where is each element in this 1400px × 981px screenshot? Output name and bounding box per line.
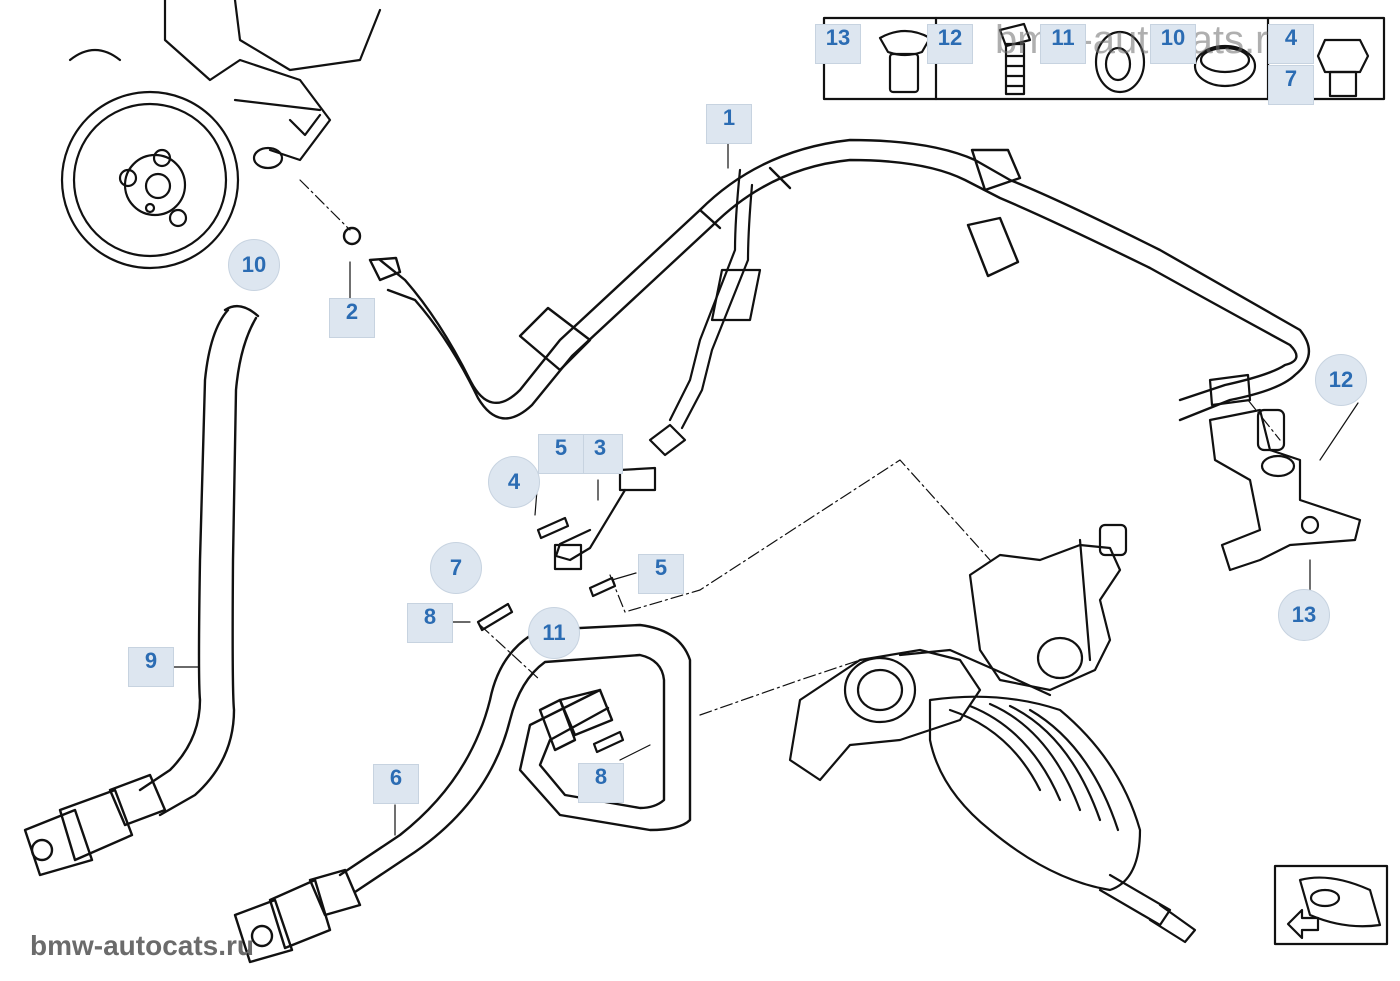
legend-label-12: 12 bbox=[927, 24, 973, 64]
callout-8-upper[interactable]: 8 bbox=[407, 603, 453, 643]
callout-5-upper[interactable]: 5 bbox=[538, 434, 584, 474]
sealing-rings bbox=[476, 516, 625, 754]
callout-2[interactable]: 2 bbox=[329, 298, 375, 338]
vehicle-location-icon bbox=[1273, 864, 1389, 946]
return-line bbox=[553, 168, 762, 571]
reference-lines bbox=[299, 179, 1281, 716]
callout-13[interactable]: 13 bbox=[1278, 589, 1330, 641]
callout-7[interactable]: 7 bbox=[430, 542, 482, 594]
callout-4[interactable]: 4 bbox=[488, 456, 540, 508]
callout-5-lower[interactable]: 5 bbox=[638, 554, 684, 594]
legend-label-11: 11 bbox=[1040, 24, 1086, 64]
callout-11[interactable]: 11 bbox=[528, 607, 580, 659]
watermark-bottom: bmw-autocats.ru bbox=[30, 930, 255, 961]
callout-leaders bbox=[171, 142, 1359, 836]
callout-6[interactable]: 6 bbox=[373, 764, 419, 804]
callout-8-lower[interactable]: 8 bbox=[578, 763, 624, 803]
legend-label-10: 10 bbox=[1150, 24, 1196, 64]
callout-10[interactable]: 10 bbox=[228, 239, 280, 291]
steering-gear bbox=[788, 523, 1197, 944]
callout-1[interactable]: 1 bbox=[706, 104, 752, 144]
mounting-bracket bbox=[1208, 373, 1362, 572]
callout-9[interactable]: 9 bbox=[128, 647, 174, 687]
power-steering-pump bbox=[60, 0, 382, 270]
legend-label-4: 4 bbox=[1268, 24, 1314, 64]
callout-12[interactable]: 12 bbox=[1315, 354, 1367, 406]
return-hose-left bbox=[23, 304, 260, 877]
callout-3[interactable]: 3 bbox=[577, 434, 623, 474]
legend-label-7: 7 bbox=[1268, 65, 1314, 105]
legend-label-13: 13 bbox=[815, 24, 861, 64]
pressure-hose bbox=[342, 138, 1310, 422]
